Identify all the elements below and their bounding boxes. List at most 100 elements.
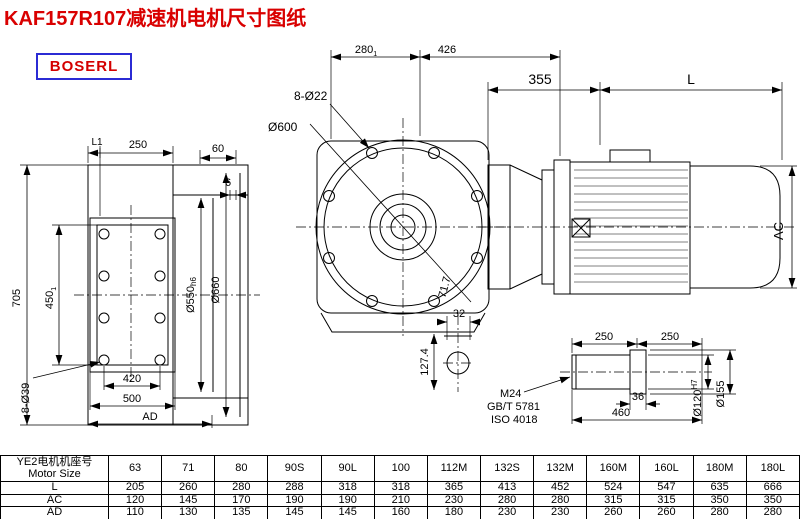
dim-127-4-label: 127.4 bbox=[419, 348, 431, 376]
row-label: AC bbox=[0, 493, 109, 508]
dimension-value-cell: 280 bbox=[214, 481, 269, 495]
dim-120-value: Ø120 bbox=[692, 390, 704, 417]
dim-426-label: 426 bbox=[438, 44, 456, 56]
dim-705-label: 705 bbox=[11, 289, 23, 307]
brand-logo-box: BOSERL bbox=[36, 53, 132, 80]
dimension-value-cell: 190 bbox=[320, 493, 375, 508]
dimension-value-cell: 318 bbox=[320, 481, 375, 495]
dimension-value-cell: 205 bbox=[107, 481, 163, 495]
motor-view-labels: 355 L AC bbox=[528, 71, 786, 240]
technical-drawing: Ø600 8-Ø22 2801 426 355 L AC bbox=[11, 44, 797, 428]
dimension-value-cell: 350 bbox=[692, 493, 747, 508]
dimension-value-cell: 452 bbox=[533, 481, 588, 495]
shaft-end-detail: 32 127.4 71.7 bbox=[419, 275, 480, 392]
dim-500-label: 500 bbox=[123, 393, 141, 405]
dimension-value-cell: 170 bbox=[214, 493, 269, 508]
dimension-value-cell: 130 bbox=[161, 506, 216, 519]
motor-size-col-header: 63 bbox=[107, 455, 163, 482]
dim-AD-label: AD bbox=[142, 411, 157, 423]
dimension-value-cell: 260 bbox=[161, 481, 216, 495]
dimension-value-cell: 110 bbox=[107, 506, 163, 519]
motor-size-col-header: 132M bbox=[533, 455, 588, 482]
dimension-value-cell: 280 bbox=[745, 506, 800, 519]
dim-460-label: 460 bbox=[612, 407, 630, 419]
dimension-value-cell: 210 bbox=[373, 493, 428, 508]
left-side-view: L1 250 60 6 705 4501 Ø550h6 Ø660 8-Ø39 4… bbox=[11, 137, 260, 428]
dimension-value-cell: 280 bbox=[692, 506, 747, 519]
left-view-labels: L1 250 60 6 705 4501 Ø550h6 Ø660 8-Ø39 4… bbox=[11, 137, 231, 423]
page-title: KAF157R107减速机电机尺寸图纸 bbox=[4, 8, 307, 30]
motor-size-col-header: 132S bbox=[479, 455, 535, 482]
dimension-value-cell: 365 bbox=[426, 481, 481, 495]
motor-size-col-header: 160M bbox=[586, 455, 641, 482]
dimension-value-cell: 635 bbox=[692, 481, 747, 495]
dim-450-label: 4501 bbox=[44, 287, 58, 309]
dimension-value-cell: 160 bbox=[373, 506, 428, 519]
dim-36-label: 36 bbox=[632, 391, 644, 403]
dim-AC-label: AC bbox=[771, 222, 786, 240]
motor-size-header-en: Motor Size bbox=[28, 467, 81, 480]
dimension-value-cell: 350 bbox=[745, 493, 800, 508]
motor-size-col-header: 71 bbox=[161, 455, 216, 482]
dim-M24-label: M24 bbox=[500, 388, 521, 400]
dim-ISO-label: ISO 4018 bbox=[491, 414, 537, 426]
motor-size-header-cell: YE2电机机座号 Motor Size bbox=[0, 455, 109, 482]
dim-60-label: 60 bbox=[212, 143, 224, 155]
dim-280-tol: 1 bbox=[373, 51, 377, 58]
dim-front-diameter-label: Ø600 bbox=[268, 120, 298, 134]
shaft-detail: 250 250 M24 GB/T 5781 ISO 4018 36 460 Ø1… bbox=[487, 331, 736, 426]
dimension-value-cell: 260 bbox=[639, 506, 694, 519]
row-label: L bbox=[0, 481, 109, 495]
dim-450-value: 450 bbox=[44, 291, 56, 309]
dimension-value-cell: 230 bbox=[533, 506, 588, 519]
motor-size-col-header: 180M bbox=[692, 455, 747, 482]
dimension-value-cell: 318 bbox=[373, 481, 428, 495]
dim-8-39-label: 8-Ø39 bbox=[20, 383, 32, 414]
dim-660-label: Ø660 bbox=[210, 277, 222, 304]
dim-bolt-holes-label: 8-Ø22 bbox=[294, 89, 328, 103]
dimension-value-cell: 666 bbox=[745, 481, 800, 495]
motor-size-col-header: 112M bbox=[426, 455, 481, 482]
dim-71-7-label: 71.7 bbox=[437, 275, 454, 299]
motor-size-col-header: 180L bbox=[745, 455, 800, 482]
front-view: Ø600 8-Ø22 2801 426 bbox=[268, 44, 561, 336]
shaft-end-detail-labels: 32 127.4 71.7 bbox=[419, 275, 465, 375]
brand-logo-text: BOSERL bbox=[49, 58, 119, 75]
motor-size-col-header: 100 bbox=[373, 455, 428, 482]
dim-6-label: 6 bbox=[225, 177, 231, 189]
row-label: AD bbox=[0, 506, 109, 519]
dimension-value-cell: 280 bbox=[479, 493, 535, 508]
dim-120-label: Ø120H7 bbox=[690, 379, 704, 417]
front-view-labels: Ø600 8-Ø22 2801 426 bbox=[268, 44, 456, 134]
shaft-detail-labels: 250 250 M24 GB/T 5781 ISO 4018 36 460 Ø1… bbox=[487, 331, 727, 426]
dim-250a-label: 250 bbox=[595, 331, 613, 343]
dim-280-value: 280 bbox=[355, 44, 373, 56]
dimension-value-cell: 288 bbox=[267, 481, 322, 495]
dim-550-value: Ø550 bbox=[185, 286, 197, 313]
dim-L1-label: L1 bbox=[91, 137, 103, 148]
dimension-value-cell: 280 bbox=[533, 493, 588, 508]
dimension-value-cell: 230 bbox=[479, 506, 535, 519]
dimension-value-cell: 413 bbox=[479, 481, 535, 495]
dim-280-label: 2801 bbox=[355, 44, 377, 58]
dim-550-tol: h6 bbox=[189, 277, 198, 286]
dim-355-label: 355 bbox=[528, 71, 552, 87]
dimension-value-cell: 145 bbox=[161, 493, 216, 508]
dimension-value-cell: 135 bbox=[214, 506, 269, 519]
motor-size-col-header: 80 bbox=[214, 455, 269, 482]
dim-250b-label: 250 bbox=[661, 331, 679, 343]
dim-250-label: 250 bbox=[129, 139, 147, 151]
dimension-value-cell: 120 bbox=[107, 493, 163, 508]
dim-420-label: 420 bbox=[123, 373, 141, 385]
dim-GBT-label: GB/T 5781 bbox=[487, 401, 540, 413]
dim-120-tol: H7 bbox=[690, 379, 699, 390]
dimension-value-cell: 190 bbox=[267, 493, 322, 508]
dim-L-label: L bbox=[687, 71, 695, 87]
dimension-value-cell: 145 bbox=[267, 506, 322, 519]
motor-size-col-header: 90L bbox=[320, 455, 375, 482]
